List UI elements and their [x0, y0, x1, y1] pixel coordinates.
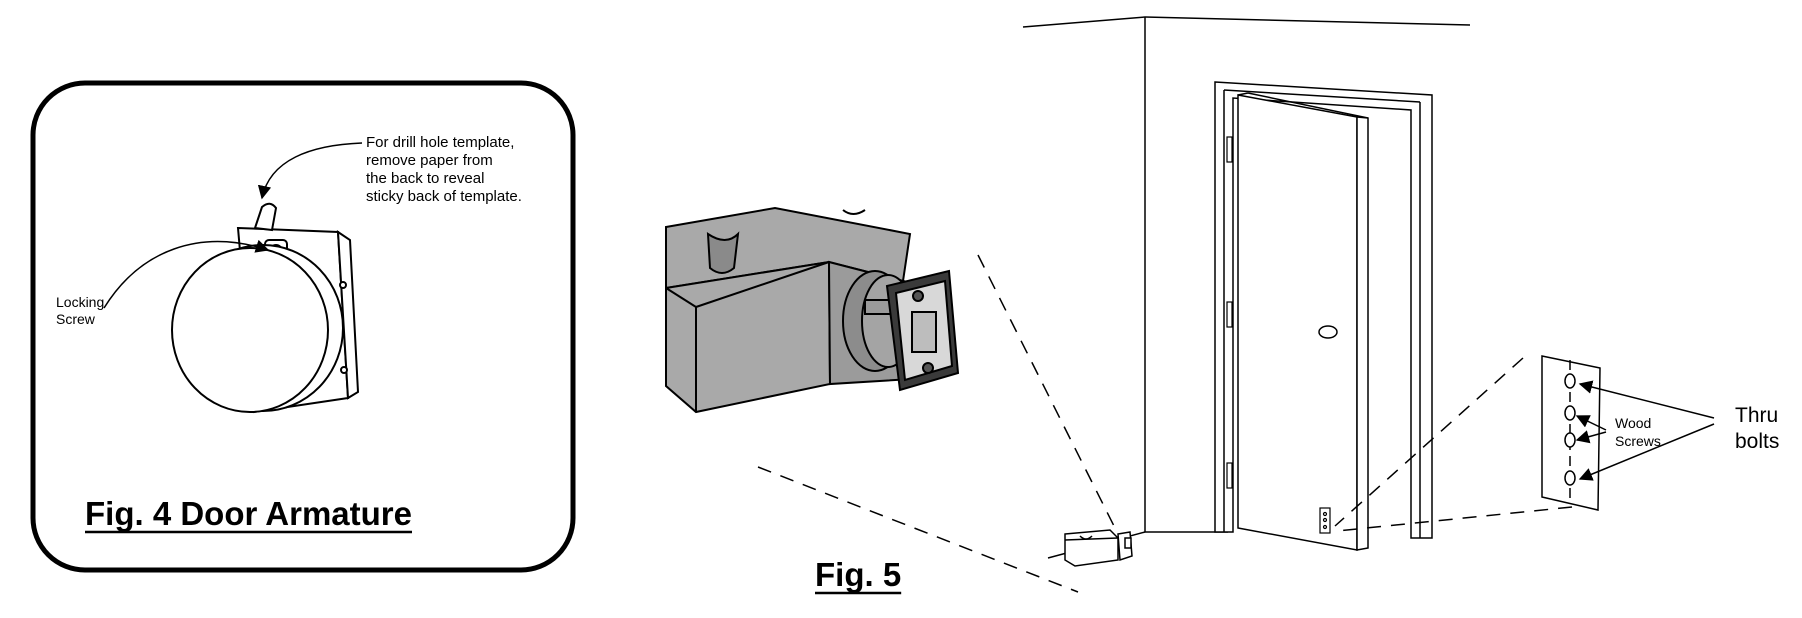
armature-disc — [171, 244, 344, 413]
door-knob — [1318, 325, 1338, 339]
drill-template-tab — [253, 202, 278, 232]
wall-magnet-small — [1064, 529, 1133, 567]
door-leaf — [1237, 92, 1369, 551]
electromagnet-enlarged — [665, 206, 960, 414]
thru-bolts-label: Thru bolts — [1735, 404, 1784, 453]
door-frame — [1214, 81, 1433, 539]
note-leader — [257, 142, 363, 200]
wood-screws-label: Wood Screws — [1615, 415, 1661, 449]
drill-template-note: For drill hole template, remove paper fr… — [366, 134, 522, 205]
fig4-panel: For drill hole template, remove paper fr… — [30, 80, 576, 573]
fig4-title: Fig. 4 Door Armature — [85, 495, 412, 532]
fig5-scene: Wood Screws Thru bolts Fig. 5 — [665, 16, 1784, 595]
locking-screw-label: Locking Screw — [56, 294, 108, 327]
door-armature-template — [1541, 355, 1601, 511]
projection-lines — [757, 254, 1573, 593]
fig5-title: Fig. 5 — [815, 556, 901, 593]
locking-screw-leader — [103, 239, 270, 309]
callout-arrows — [1575, 380, 1715, 481]
door-armature-small — [1319, 507, 1331, 534]
door-hinges — [1226, 136, 1233, 489]
